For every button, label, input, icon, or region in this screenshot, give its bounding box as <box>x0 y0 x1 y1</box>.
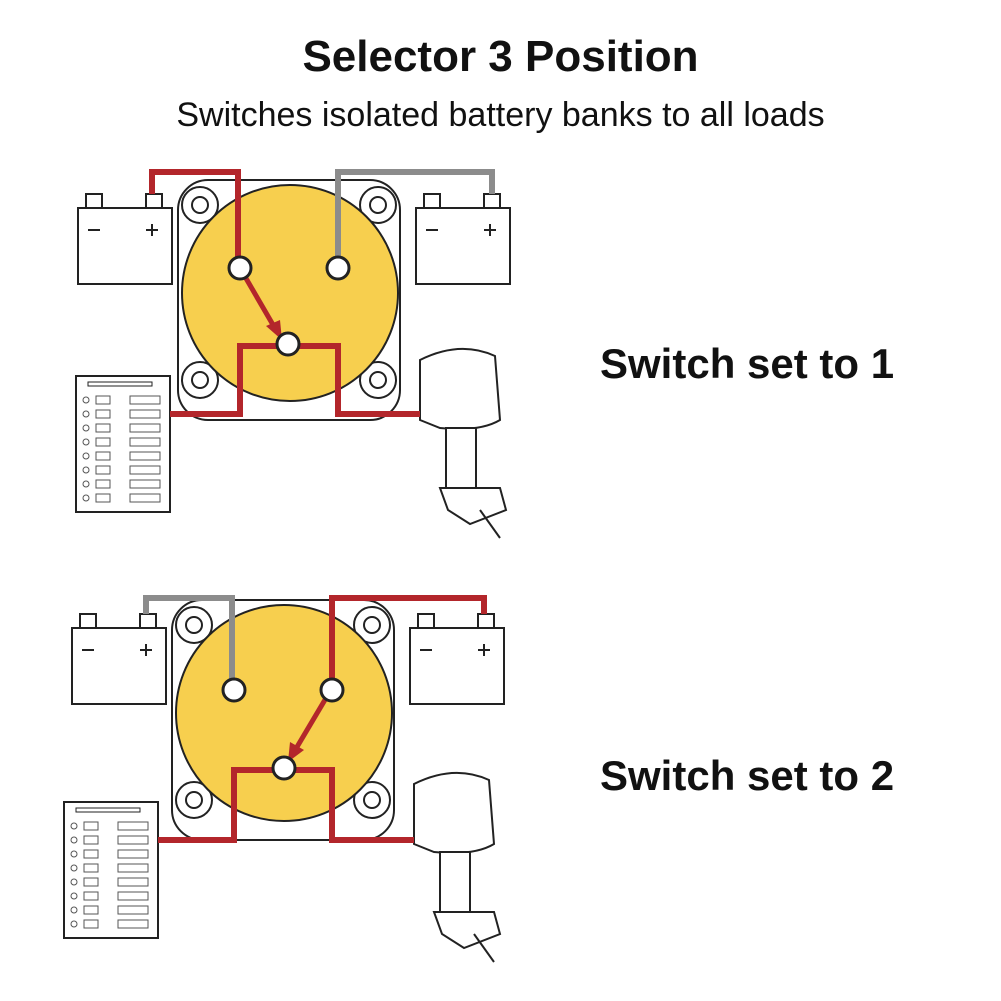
active-wire <box>329 595 487 688</box>
terminal-icon <box>271 755 297 781</box>
load-wire <box>158 767 284 843</box>
outboard-motor-icon <box>419 347 508 539</box>
terminal-icon <box>227 255 253 281</box>
inactive-wire <box>335 169 495 268</box>
active-wire <box>149 169 241 268</box>
battery-icon <box>71 613 167 705</box>
circuit-panel-icon <box>75 375 171 513</box>
terminal-icon <box>319 677 345 703</box>
circuit-panel-icon <box>63 801 159 939</box>
load-wire <box>170 343 290 417</box>
battery-icon <box>77 193 173 285</box>
outboard-motor-icon <box>413 771 502 963</box>
switch-1-label: Switch set to 1 <box>600 340 895 387</box>
load-wire <box>284 767 414 843</box>
arrow-icon <box>288 742 304 762</box>
page-subtitle: Switches isolated battery banks to all l… <box>176 96 825 134</box>
switch-2-label: Switch set to 2 <box>600 752 895 799</box>
selector-switch-icon <box>177 179 401 421</box>
terminal-icon <box>221 677 247 703</box>
terminal-icon <box>325 255 351 281</box>
terminal-icon <box>275 331 301 357</box>
arrow-icon <box>266 320 282 340</box>
page-title: Selector 3 Position <box>302 32 699 81</box>
selector-switch-icon <box>171 599 395 841</box>
battery-icon <box>409 613 505 705</box>
inactive-wire <box>143 595 235 688</box>
load-wire <box>290 343 420 417</box>
battery-icon <box>415 193 511 285</box>
